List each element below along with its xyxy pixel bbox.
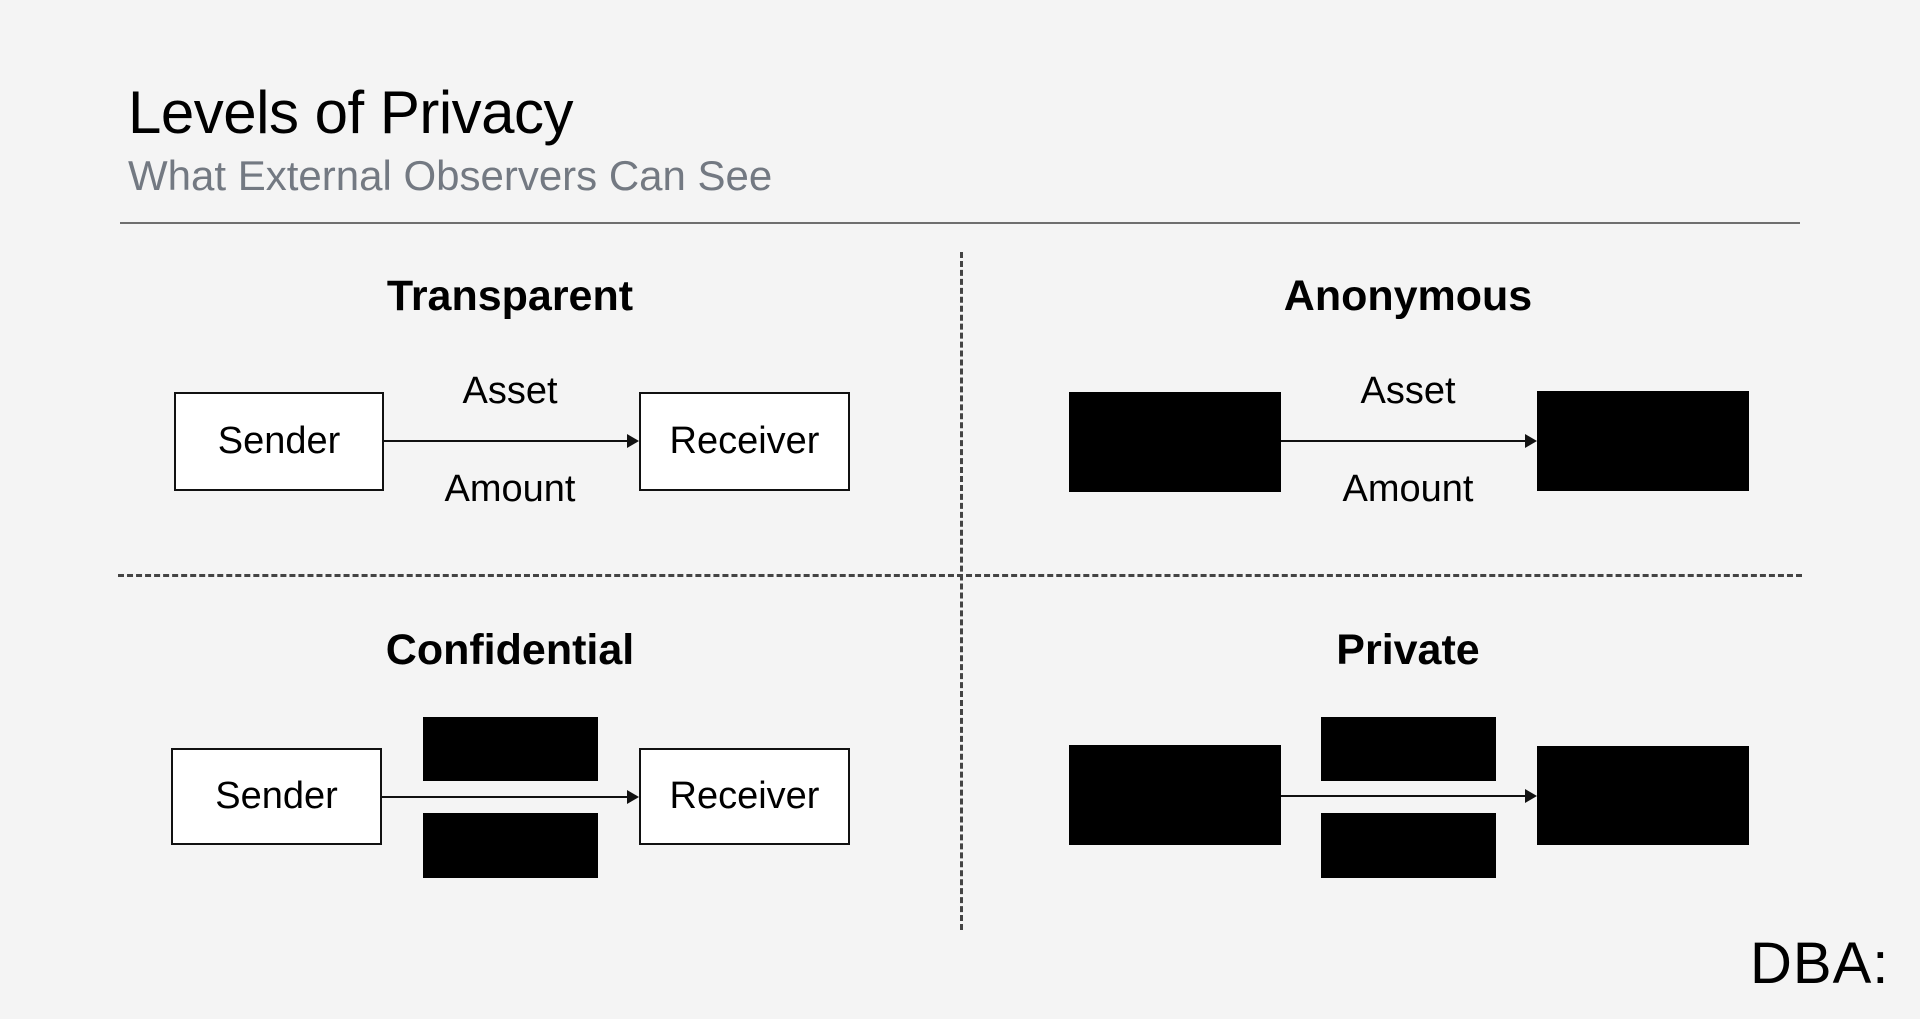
amount-label: Amount: [1342, 468, 1474, 510]
redacted-asset: [1321, 717, 1496, 781]
transfer-arrow: [1281, 789, 1537, 803]
redacted-receiver: [1537, 391, 1749, 491]
quadrant-title-private: Private: [1336, 626, 1480, 674]
receiver-box: Receiver: [639, 392, 850, 491]
quadrant-title-confidential: Confidential: [385, 626, 635, 674]
asset-label: Asset: [1360, 370, 1456, 412]
asset-label: Asset: [462, 370, 558, 412]
title-divider: [120, 222, 1800, 224]
redacted-amount: [1321, 813, 1496, 878]
transfer-arrow: [382, 790, 639, 804]
transfer-arrow: [384, 434, 639, 448]
logo: DBA:: [1750, 931, 1890, 996]
sender-box: Sender: [171, 748, 382, 845]
redacted-receiver: [1537, 746, 1749, 845]
sender-box: Sender: [174, 392, 384, 491]
vertical-divider: [960, 252, 963, 930]
receiver-box: Receiver: [639, 748, 850, 845]
redacted-sender: [1069, 392, 1281, 492]
page-subtitle: What External Observers Can See: [128, 152, 773, 199]
quadrant-title-transparent: Transparent: [386, 272, 634, 320]
horizontal-divider: [118, 574, 1802, 577]
transfer-arrow: [1281, 434, 1537, 448]
page-title: Levels of Privacy: [128, 79, 574, 146]
quadrant-title-anonymous: Anonymous: [1283, 272, 1533, 320]
amount-label: Amount: [444, 468, 576, 510]
redacted-amount: [423, 813, 598, 878]
redacted-sender: [1069, 745, 1281, 845]
redacted-asset: [423, 717, 598, 781]
